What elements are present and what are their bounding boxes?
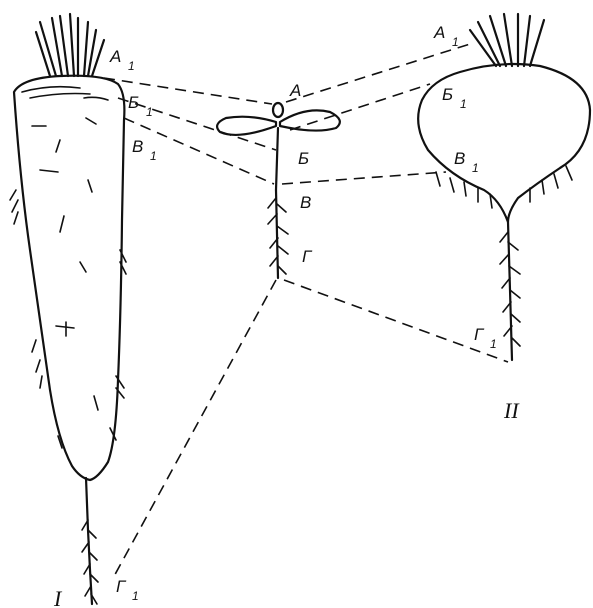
beet-leaf-stalks — [470, 14, 544, 66]
svg-text:1: 1 — [128, 59, 135, 73]
svg-text:Б: Б — [442, 85, 453, 104]
svg-text:Г: Г — [474, 325, 485, 344]
svg-text:А: А — [109, 47, 121, 66]
carrot-figure — [10, 14, 126, 604]
label-B1-beet: Б 1 — [442, 85, 467, 111]
label-V1-beet: В 1 — [454, 149, 479, 175]
label-G-seedling: Г — [302, 247, 313, 266]
carrot-tap-root — [86, 478, 92, 604]
label-V-seedling: В — [300, 193, 311, 212]
label-figure-II: II — [503, 398, 520, 423]
label-figure-I: I — [53, 586, 63, 608]
svg-text:В: В — [454, 149, 465, 168]
label-V1-carrot: В 1 — [132, 137, 157, 163]
svg-text:Г: Г — [116, 577, 127, 596]
label-B-seedling: Б — [298, 149, 309, 168]
svg-text:1: 1 — [472, 161, 479, 175]
label-A-seedling: А — [289, 81, 301, 100]
svg-text:1: 1 — [150, 149, 157, 163]
seedling-stem — [276, 128, 278, 190]
svg-text:1: 1 — [490, 337, 497, 351]
svg-text:1: 1 — [460, 97, 467, 111]
svg-text:А: А — [433, 23, 445, 42]
svg-text:1: 1 — [132, 589, 139, 603]
svg-text:1: 1 — [452, 35, 459, 49]
seedling-cotyledon-left — [217, 117, 276, 135]
carrot-leaf-stalks — [36, 14, 104, 76]
svg-text:Б: Б — [128, 93, 139, 112]
label-G1-beet: Г 1 — [474, 325, 497, 351]
label-G1-carrot: Г 1 — [116, 577, 139, 603]
svg-text:В: В — [132, 137, 143, 156]
beet-figure — [418, 14, 590, 360]
carrot-body — [14, 76, 124, 480]
seedling-bud — [273, 103, 283, 117]
seedling-figure — [217, 103, 340, 278]
seedling-cotyledon-right — [280, 110, 340, 130]
label-A1-carrot: А 1 — [109, 47, 135, 73]
svg-text:1: 1 — [146, 105, 153, 119]
label-A1-beet: А 1 — [433, 23, 459, 49]
correspondence-lines — [104, 44, 508, 580]
